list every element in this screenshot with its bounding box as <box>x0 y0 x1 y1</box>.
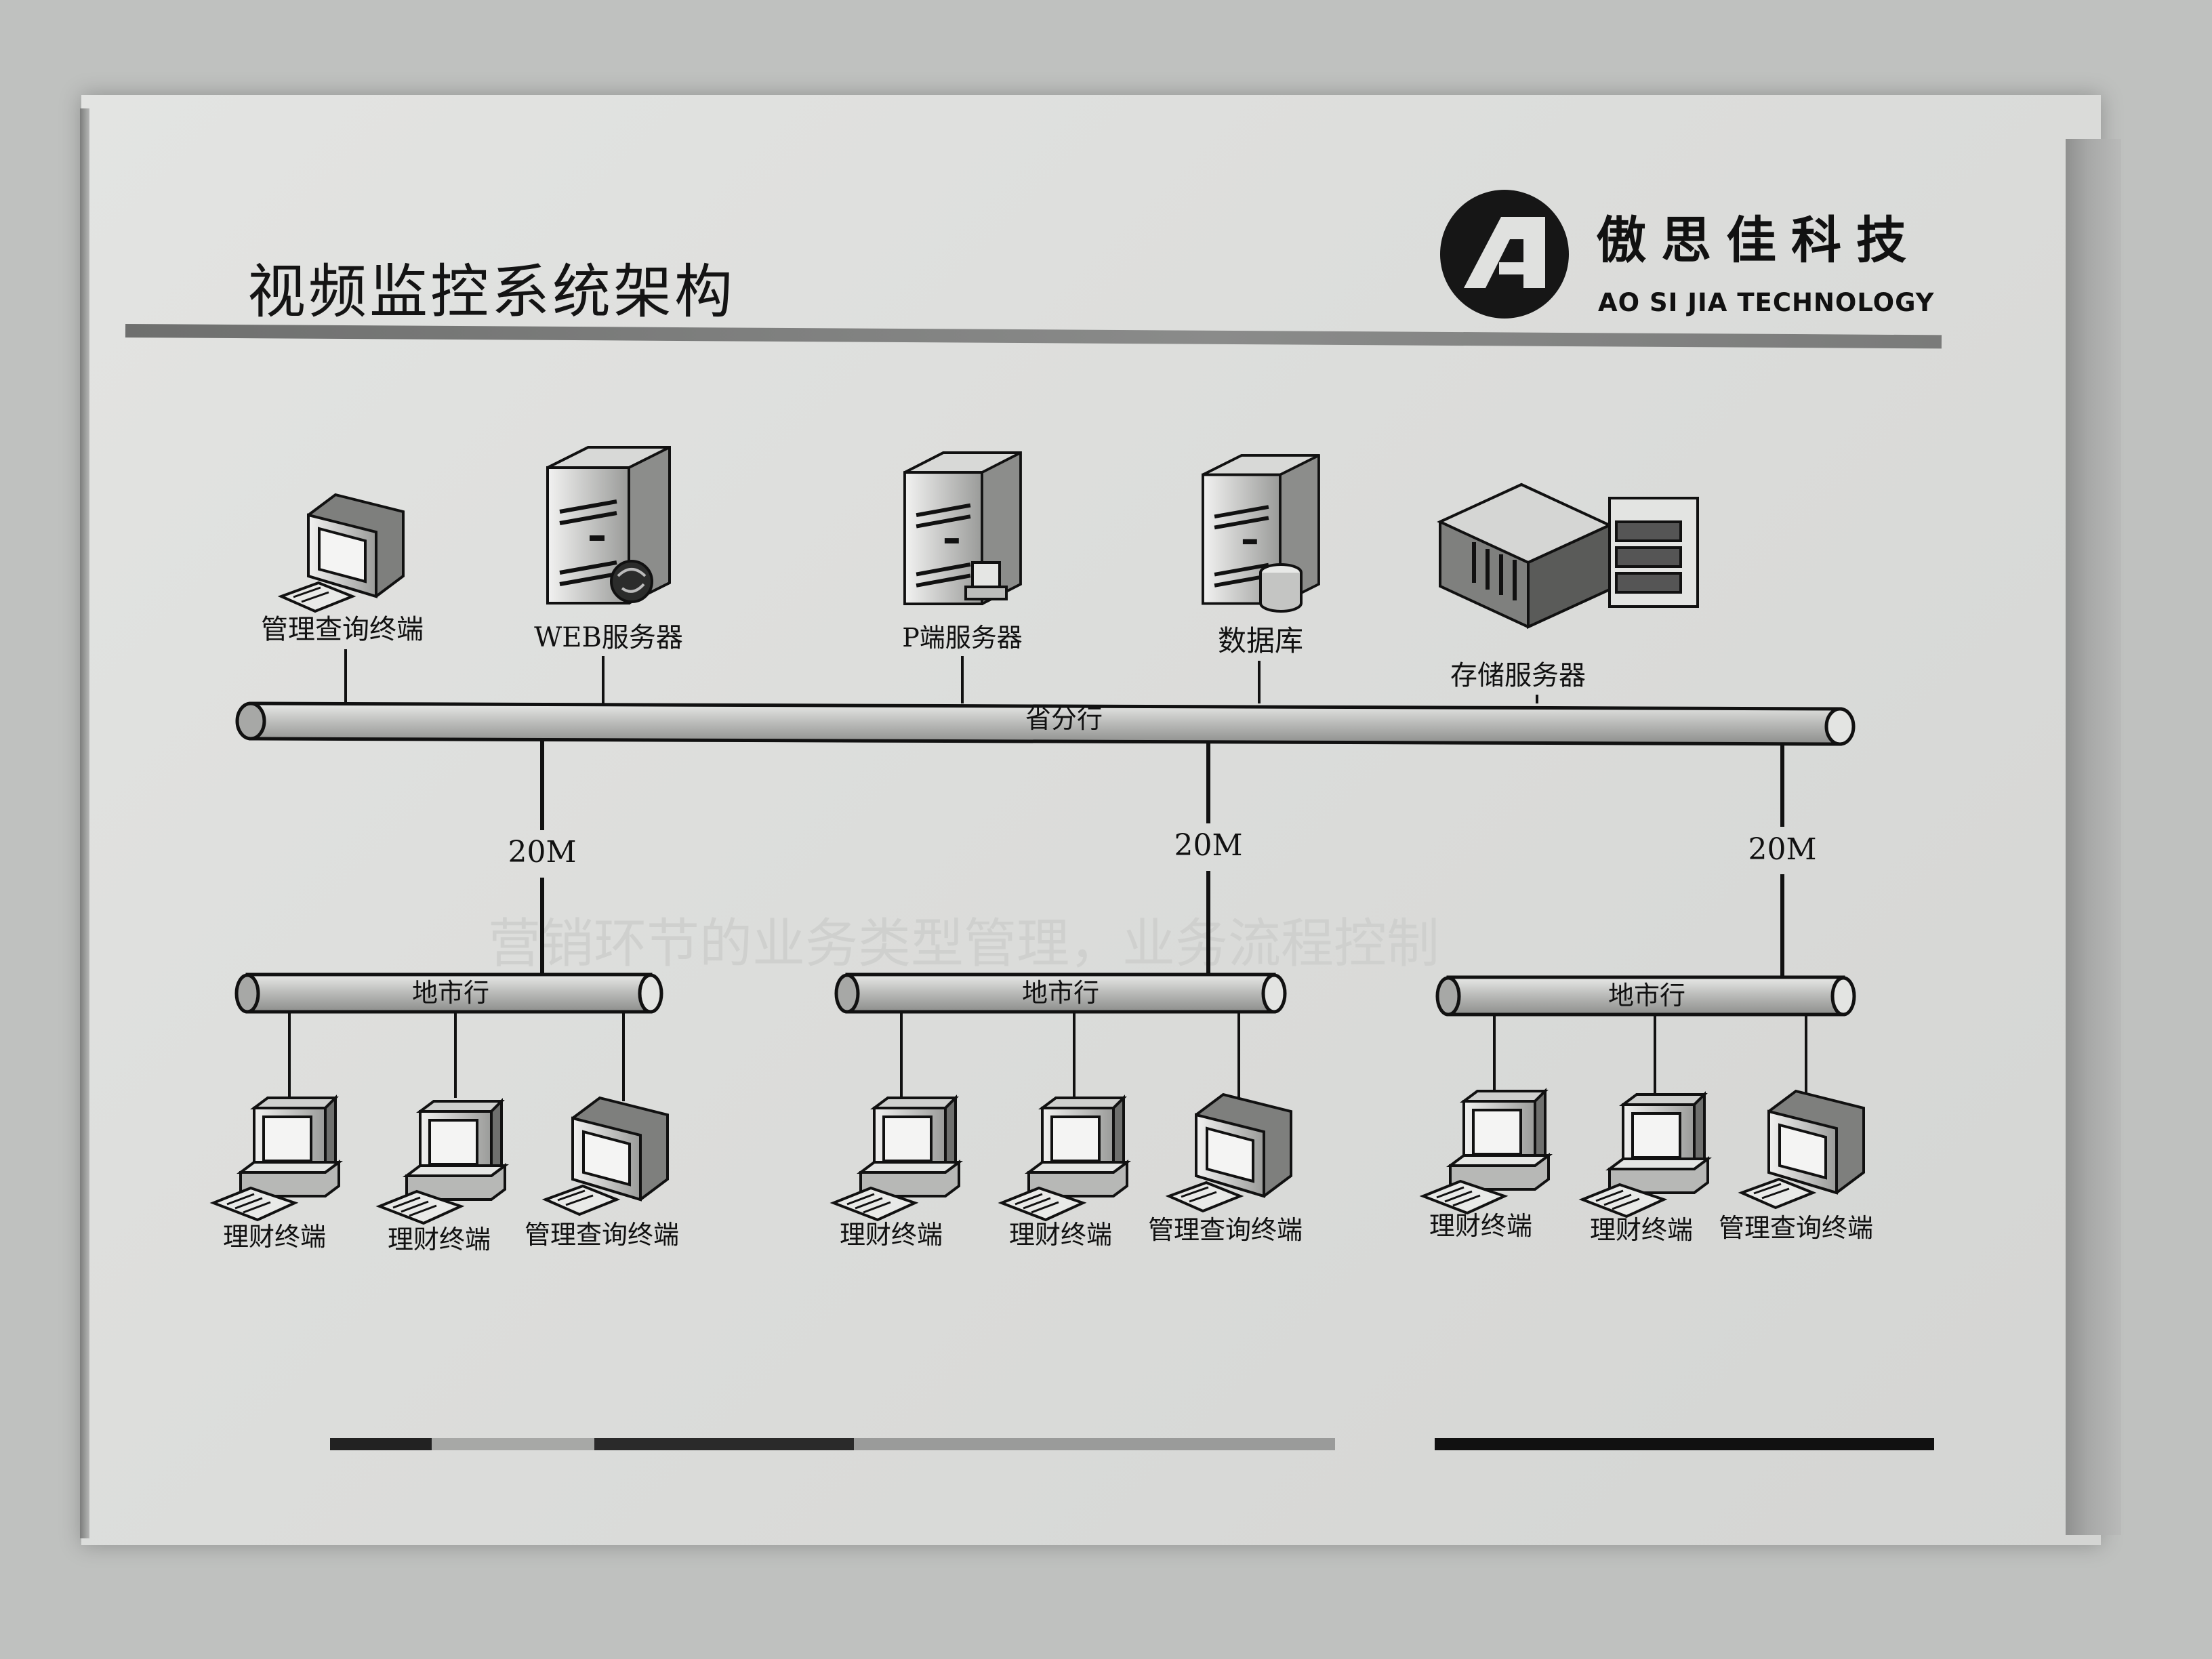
storage-server-icon <box>1437 483 1699 630</box>
footer-bar-dark-1 <box>330 1438 432 1450</box>
monitor-terminal-icon <box>1740 1090 1865 1209</box>
terminal-label: 理财终端 <box>1429 1211 1532 1241</box>
node-database: 数据库 <box>1203 455 1319 657</box>
branch-label-1: 地市行 <box>412 978 489 1008</box>
branch-pipe-3: 地市行 <box>1435 975 1856 1017</box>
terminal-label: 理财终端 <box>223 1222 326 1252</box>
footer-bar-dark-3 <box>1435 1438 1934 1450</box>
node-label-database: 数据库 <box>1218 624 1303 657</box>
computer-terminal-icon <box>832 1097 960 1221</box>
branch-1-terminal-3: 管理查询终端 <box>525 1097 679 1250</box>
computer-terminal-icon <box>1000 1097 1128 1221</box>
branch-pipe-1: 地市行 <box>234 972 663 1014</box>
branch-2-terminal-1: 理财终端 <box>832 1097 960 1250</box>
branch-label-2: 地市行 <box>1022 978 1099 1008</box>
node-label-management-terminal: 管理查询终端 <box>261 614 424 645</box>
node-p-server: P端服务器 <box>902 453 1023 653</box>
terminal-label: 管理查询终端 <box>525 1220 679 1250</box>
terminal-label: 理财终端 <box>1009 1220 1112 1250</box>
footer-bar-light-2 <box>854 1438 1335 1450</box>
branch-label-3: 地市行 <box>1608 981 1685 1010</box>
computer-terminal-icon <box>1581 1093 1709 1218</box>
branch-1-terminal-2: 理财终端 <box>378 1100 506 1254</box>
top-node-connectors <box>344 649 1538 703</box>
terminal-label: 管理查询终端 <box>1719 1213 1873 1243</box>
terminal-label: 理财终端 <box>388 1225 491 1254</box>
node-storage-server: 存储服务器 <box>1437 483 1699 691</box>
footer-bar-dark-2 <box>594 1438 854 1450</box>
terminal-label: 理财终端 <box>1590 1215 1693 1245</box>
link-1: 20M <box>508 740 577 973</box>
globe-icon <box>610 560 653 603</box>
branch-3-terminal-3: 管理查询终端 <box>1719 1090 1873 1243</box>
node-label-storage-server: 存储服务器 <box>1450 660 1586 691</box>
link-2: 20M <box>1174 741 1243 973</box>
branch-1-terminal-1: 理财终端 <box>212 1097 340 1252</box>
monitor-terminal-icon <box>1168 1093 1292 1212</box>
node-web-server: WEB服务器 <box>534 447 683 653</box>
page-title: 视频监控系统架构 <box>247 258 735 326</box>
page-left-edge <box>80 108 89 1538</box>
p-server-icon <box>905 453 1021 604</box>
branch-3-terminal-1: 理财终端 <box>1422 1090 1550 1241</box>
node-management-terminal: 管理查询终端 <box>261 493 424 645</box>
footer-bar-light-1 <box>432 1438 594 1450</box>
branch-pipe-2: 地市行 <box>834 972 1287 1014</box>
node-label-p-server: P端服务器 <box>902 623 1023 653</box>
branch-2-terminal-3: 管理查询终端 <box>1148 1093 1303 1245</box>
branch-connectors <box>288 1012 1807 1101</box>
link-label-3: 20M <box>1748 832 1816 867</box>
node-label-web-server: WEB服务器 <box>534 622 683 653</box>
backbone-label: 省分行 <box>1025 704 1103 734</box>
branch-3-terminal-2: 理财终端 <box>1581 1093 1709 1245</box>
terminal-label: 管理查询终端 <box>1148 1215 1303 1245</box>
backbone-pipe: 省分行 <box>235 701 1856 746</box>
page-right-strip <box>2066 139 2121 1535</box>
link-label-2: 20M <box>1174 828 1242 863</box>
link-label-1: 20M <box>508 835 576 869</box>
brand-name-cn: 傲思佳科技 <box>1596 211 1921 270</box>
brand-name-en: AO SI JIA TECHNOLOGY <box>1598 288 1935 317</box>
monitor-terminal-icon <box>544 1097 669 1216</box>
computer-terminal-icon <box>378 1100 506 1225</box>
monitor-terminal-icon <box>280 493 405 613</box>
link-3: 20M <box>1748 743 1817 976</box>
computer-terminal-icon <box>212 1097 340 1221</box>
branch-2-terminal-2: 理财终端 <box>1000 1097 1128 1250</box>
computer-terminal-icon <box>1422 1090 1550 1214</box>
brand-logo-icon <box>1440 190 1569 319</box>
terminal-label: 理财终端 <box>840 1220 943 1250</box>
